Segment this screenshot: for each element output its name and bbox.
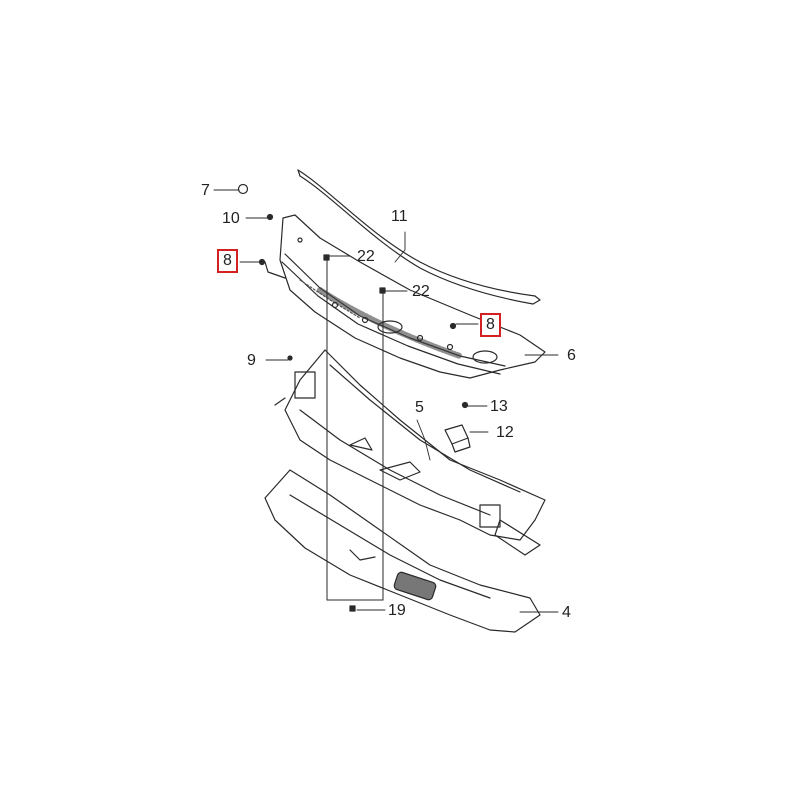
fasteners-part-22-19 [323, 254, 386, 612]
callout-12: 12 [496, 424, 514, 441]
callout-19: 19 [388, 602, 406, 619]
clip-part-12 [444, 424, 471, 453]
bolt-part-9 [287, 355, 293, 361]
callout-11: 11 [391, 208, 408, 225]
callout-6: 6 [567, 347, 576, 364]
callout-8-highlighted-right: 8 [480, 313, 501, 337]
screw-part-8 [258, 258, 457, 330]
callout-22-upper: 22 [357, 248, 375, 265]
grommet-part-7 [237, 183, 249, 195]
callout-22-lower: 22 [412, 283, 430, 300]
callout-9: 9 [247, 352, 256, 369]
reference-lines [326, 257, 384, 601]
callout-5: 5 [415, 399, 424, 416]
callout-4: 4 [562, 604, 571, 621]
bolt-part-13 [461, 401, 469, 409]
weatherstrip-part-11 [297, 169, 541, 305]
callout-7: 7 [201, 182, 210, 199]
callout-10: 10 [222, 210, 240, 227]
callout-13: 13 [490, 398, 508, 415]
callout-leaders [213, 189, 559, 613]
screw-part-10 [266, 213, 274, 221]
callout-8-highlighted-left: 8 [217, 249, 238, 273]
